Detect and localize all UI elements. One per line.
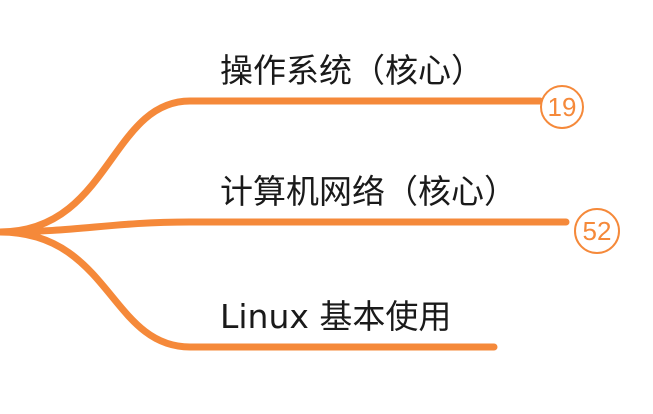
count-badge[interactable]: 19 <box>540 85 584 129</box>
branch-line <box>0 228 498 351</box>
count-badge-text: 19 <box>548 92 577 122</box>
branch-line <box>0 97 544 236</box>
branch-line <box>0 218 570 236</box>
branch-label: Linux 基本使用 <box>220 297 451 336</box>
branch-label: 操作系统（核心） <box>220 51 484 90</box>
branch-label: 计算机网络（核心） <box>220 172 517 211</box>
count-badge[interactable]: 52 <box>574 208 620 254</box>
count-badge-text: 52 <box>583 216 612 246</box>
branch-linux-basics[interactable]: Linux 基本使用 <box>0 228 498 351</box>
branch-operating-systems[interactable]: 操作系统（核心） 19 <box>0 51 584 236</box>
